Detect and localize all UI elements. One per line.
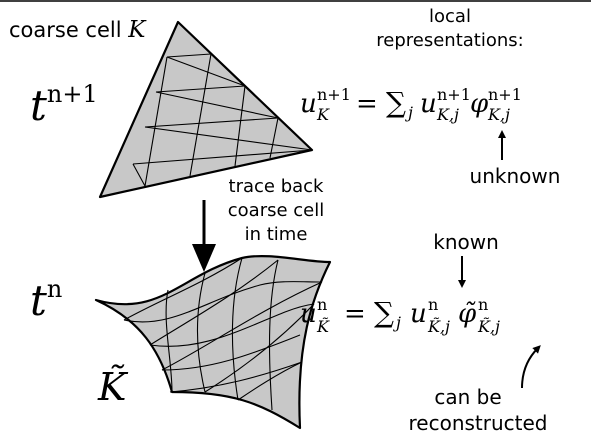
svg-text:K,j: K,j bbox=[487, 105, 510, 124]
svg-text:u: u bbox=[300, 299, 317, 329]
svg-text:K̃,j: K̃,j bbox=[477, 317, 500, 336]
header-line1: local bbox=[429, 6, 471, 27]
coarse-cell-top bbox=[98, 20, 314, 199]
svg-text:K̃,j: K̃,j bbox=[427, 317, 450, 336]
coarse-cell-label: coarse cell K bbox=[9, 17, 147, 43]
svg-text:φ̃: φ̃ bbox=[458, 299, 477, 329]
trace-arrow-head bbox=[192, 244, 216, 272]
svg-text:u: u bbox=[300, 89, 317, 119]
coarse-cell-bottom bbox=[94, 255, 332, 430]
svg-text:u: u bbox=[410, 299, 427, 329]
reconstruct-label-line2: reconstructed bbox=[409, 411, 548, 435]
svg-text:n: n bbox=[317, 295, 327, 314]
svg-text:K,j: K,j bbox=[436, 105, 459, 124]
svg-text:j: j bbox=[405, 103, 413, 122]
svg-text:∑: ∑ bbox=[386, 86, 406, 119]
reconstruct-arrow bbox=[521, 345, 541, 389]
equation-top: u n+1 K = ∑ j u n+1 K,j φ n+1 K,j bbox=[300, 85, 522, 124]
svg-text:n+1: n+1 bbox=[317, 85, 351, 104]
svg-text:φ: φ bbox=[470, 89, 489, 119]
svg-text:n+1: n+1 bbox=[488, 85, 522, 104]
svg-text:j: j bbox=[393, 313, 401, 332]
svg-text:n+1: n+1 bbox=[437, 85, 471, 104]
svg-text:n: n bbox=[478, 295, 488, 314]
svg-text:n: n bbox=[428, 295, 438, 314]
svg-text:=: = bbox=[344, 299, 366, 329]
svg-text:K̃: K̃ bbox=[316, 317, 330, 336]
time-label-top: tn+1 bbox=[30, 80, 98, 130]
trace-label-line2: coarse cell bbox=[228, 200, 325, 221]
reconstruct-label-line1: can be bbox=[434, 385, 501, 409]
svg-text:K: K bbox=[316, 105, 330, 124]
bottom-cell-label: K̃ bbox=[97, 365, 129, 409]
svg-text:u: u bbox=[420, 89, 437, 119]
trace-label-line3: in time bbox=[245, 224, 308, 245]
known-label: known bbox=[433, 230, 499, 254]
trace-label-line1: trace back bbox=[229, 176, 325, 197]
unknown-label: unknown bbox=[470, 164, 561, 188]
svg-text:∑: ∑ bbox=[374, 296, 394, 329]
equation-bottom: u n K̃ = ∑ j u n K̃,j φ̃ n K̃,j bbox=[300, 295, 500, 336]
svg-text:=: = bbox=[356, 89, 378, 119]
time-label-bottom: tn bbox=[30, 275, 62, 325]
header-line2: representations: bbox=[376, 30, 523, 51]
